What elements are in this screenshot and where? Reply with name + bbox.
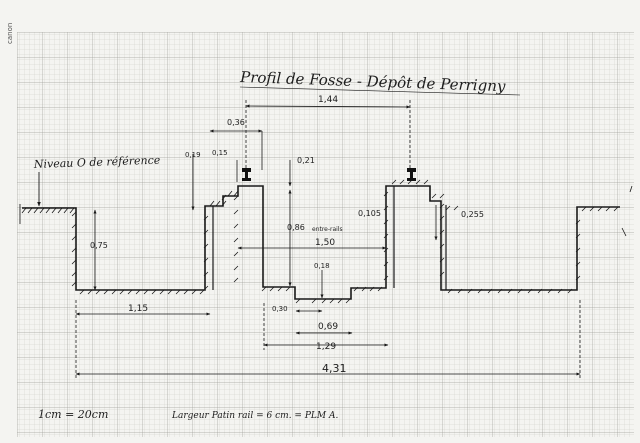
dim-top-span: 1,44: [318, 95, 338, 105]
rail-left: [242, 168, 251, 181]
dim-129: 1,29: [316, 342, 336, 352]
dim-075: 0,75: [90, 241, 108, 250]
dimension-lines: [75, 100, 581, 380]
dim-entre-rails: entre-rails: [312, 226, 343, 233]
dim-021: 0,21: [297, 156, 315, 165]
dim-086: 0,86: [287, 223, 305, 232]
dim-150: 1,50: [315, 238, 335, 248]
corner-mark: canon: [6, 23, 14, 44]
dim-036: 0,36: [227, 118, 245, 127]
dim-0255: 0,255: [461, 210, 484, 219]
edge-ticks: [19, 185, 633, 237]
dim-019: 0,19: [185, 151, 201, 159]
reference-level-label: Niveau O de référence: [33, 154, 161, 171]
title-underline: [239, 86, 521, 96]
graph-paper-grid: [17, 32, 634, 437]
dim-018: 0,18: [314, 262, 330, 270]
dim-069: 0,69: [318, 322, 338, 332]
dim-015: 0,15: [212, 149, 228, 157]
inner-pit-wall: [212, 186, 447, 290]
pit-profile-outline: [22, 185, 620, 300]
dim-030: 0,30: [272, 305, 288, 313]
scanner-margin-mark: canon: [2, 6, 16, 46]
scale-note: 1cm = 20cm: [38, 408, 108, 421]
dim-0105: 0,105: [358, 209, 381, 218]
rail-right: [407, 168, 416, 181]
dim-total: 4,31: [322, 362, 347, 375]
rail-width-note: Largeur Patin rail = 6 cm. = PLM A.: [171, 411, 338, 421]
dim-115: 1,15: [128, 304, 148, 314]
